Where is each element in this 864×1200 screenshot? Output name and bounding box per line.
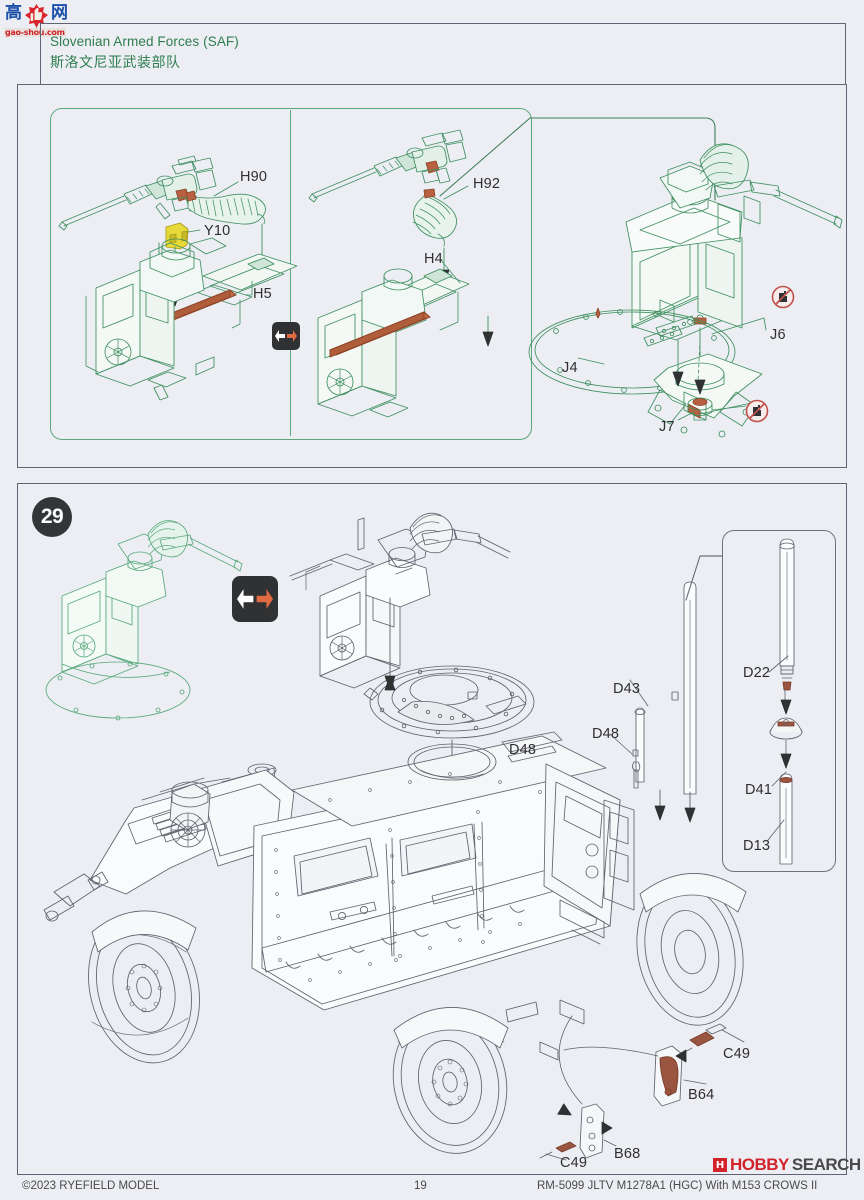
part-label-y10: Y10 [204, 223, 231, 239]
step-frame-29 [17, 483, 847, 1175]
footer-copyright: ©2023 RYEFIELD MODEL [22, 1180, 160, 1192]
part-label-b64: B64 [688, 1087, 715, 1103]
step-frame-top [17, 84, 847, 468]
footer-kit-info: RM-5099 JLTV M1278A1 (HGC) With M153 CRO… [537, 1180, 818, 1192]
antenna-callout-box [722, 530, 836, 872]
part-label-j6: J6 [770, 327, 786, 343]
part-label-d48-upper: D48 [592, 726, 620, 742]
logo-char-right: 网 [51, 3, 68, 23]
green-panel-divider [290, 110, 291, 436]
part-label-h90: H90 [240, 169, 268, 185]
part-label-c49-lower: C49 [560, 1155, 588, 1171]
part-label-c49-upper: C49 [723, 1046, 751, 1062]
page-title-chinese: 斯洛文尼亚武装部队 [50, 55, 181, 71]
logo-char-left: 高 [5, 3, 22, 23]
part-label-h92: H92 [473, 176, 501, 192]
mirror-repeat-icon [272, 322, 300, 350]
footer-page-number: 19 [414, 1180, 427, 1192]
hobbysearch-watermark: H HOBBY SEARCH [713, 1155, 861, 1175]
no-glue-icon [745, 399, 769, 423]
header-rule-left [40, 23, 41, 85]
part-label-d22: D22 [743, 665, 771, 681]
part-label-h4: H4 [424, 251, 443, 267]
no-glue-icon [771, 285, 795, 309]
green-subassembly-panel [50, 108, 532, 440]
mirror-repeat-icon [232, 576, 278, 622]
header-rule [40, 23, 846, 24]
step-number-badge: 29 [32, 497, 72, 537]
part-label-h5: H5 [253, 286, 272, 302]
part-label-d48-lower: D48 [509, 742, 537, 758]
part-label-b68: B68 [614, 1146, 641, 1162]
page-title-english: Slovenian Armed Forces (SAF) [50, 34, 239, 49]
part-label-j4: J4 [562, 360, 578, 376]
part-label-d43: D43 [613, 681, 641, 697]
part-label-d13: D13 [743, 838, 771, 854]
logo-domain-text: gao-shou.com [4, 28, 66, 37]
hobbysearch-text-search: SEARCH [791, 1155, 861, 1174]
part-label-d41: D41 [745, 782, 773, 798]
part-label-j7: J7 [659, 419, 675, 435]
hobbysearch-badge-icon: H [713, 1158, 727, 1172]
thumbs-up-icon [25, 4, 48, 28]
gaoshou-watermark-logo: 高 网 gao-shou.com [4, 3, 70, 39]
hobbysearch-text-hobby: HOBBY [730, 1155, 789, 1174]
header-rule-right [845, 23, 846, 85]
